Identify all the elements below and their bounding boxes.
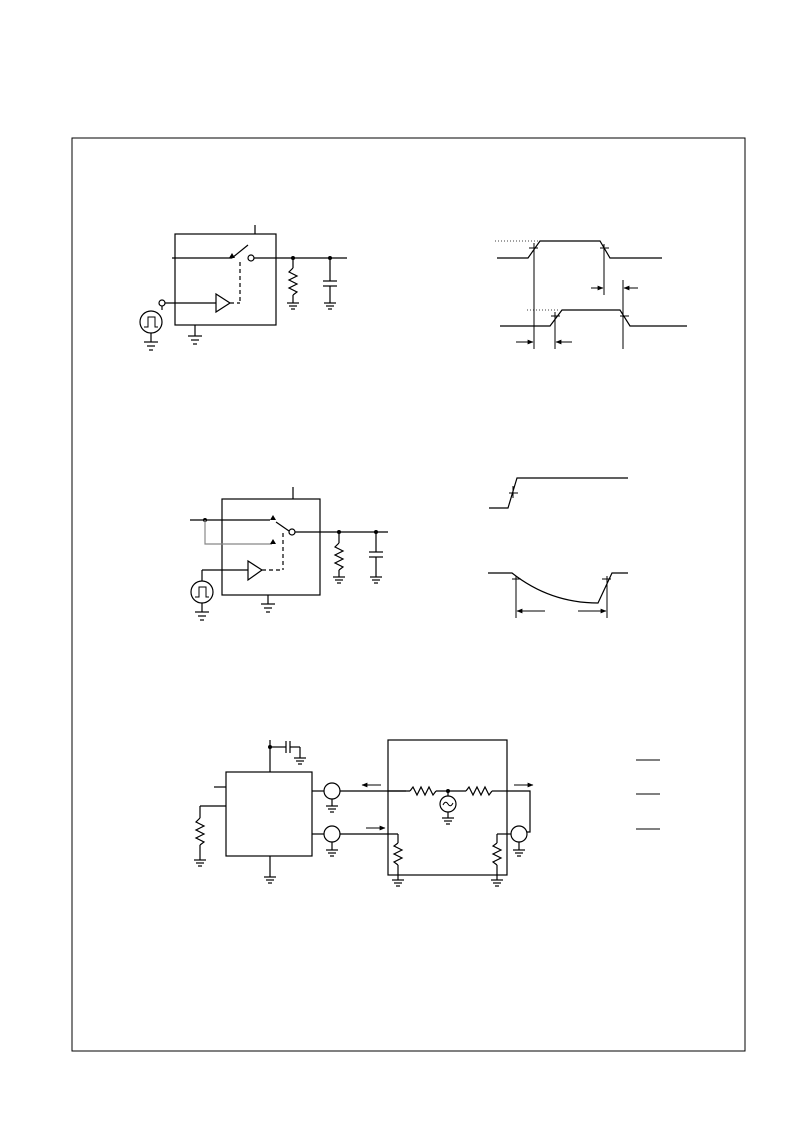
load-resistor [333,532,345,584]
network-analyzer-box [387,739,508,876]
output-waveform [500,309,687,327]
output-waveform [488,572,628,604]
ground-symbol [144,341,158,351]
load-resistor [287,258,299,310]
coax-connector [323,782,341,813]
source-resistor [465,785,493,797]
dut-box [225,771,313,857]
termination-resistor [491,842,503,866]
ac-source [439,795,457,813]
break-before-make-waveforms [488,477,628,618]
ground-symbol [188,335,202,345]
pulse-generator [190,580,214,604]
load-capacitor [323,258,337,310]
control-waveform [497,240,662,259]
ground-symbol [264,876,276,884]
ic-box [221,498,321,596]
pulse-generator [139,310,163,334]
switch-blade [275,521,290,532]
switching-time-waveforms [495,240,687,349]
ground-symbol [195,611,209,621]
break-before-make-test-circuit [190,487,388,621]
ground-symbol [442,817,454,825]
coax-connector [323,825,341,857]
load-capacitor [369,532,383,584]
switch-blade [231,244,249,259]
coax-connector [510,825,528,857]
switch-contact [288,528,296,536]
page-frame [71,137,746,1052]
control-buffer [247,559,264,582]
termination-resistor [194,806,206,867]
switch-contact [247,254,255,262]
ground-symbol [491,879,503,887]
ic-box [174,233,277,326]
crosstalk-isolation-test-circuit [194,739,660,887]
ground-symbol [261,603,275,613]
switching-time-test-circuit [139,225,347,351]
ground-symbol [294,757,306,765]
ground-symbol [392,879,404,887]
control-buffer [215,292,232,314]
source-resistor [409,785,437,797]
termination-resistor [392,842,404,866]
